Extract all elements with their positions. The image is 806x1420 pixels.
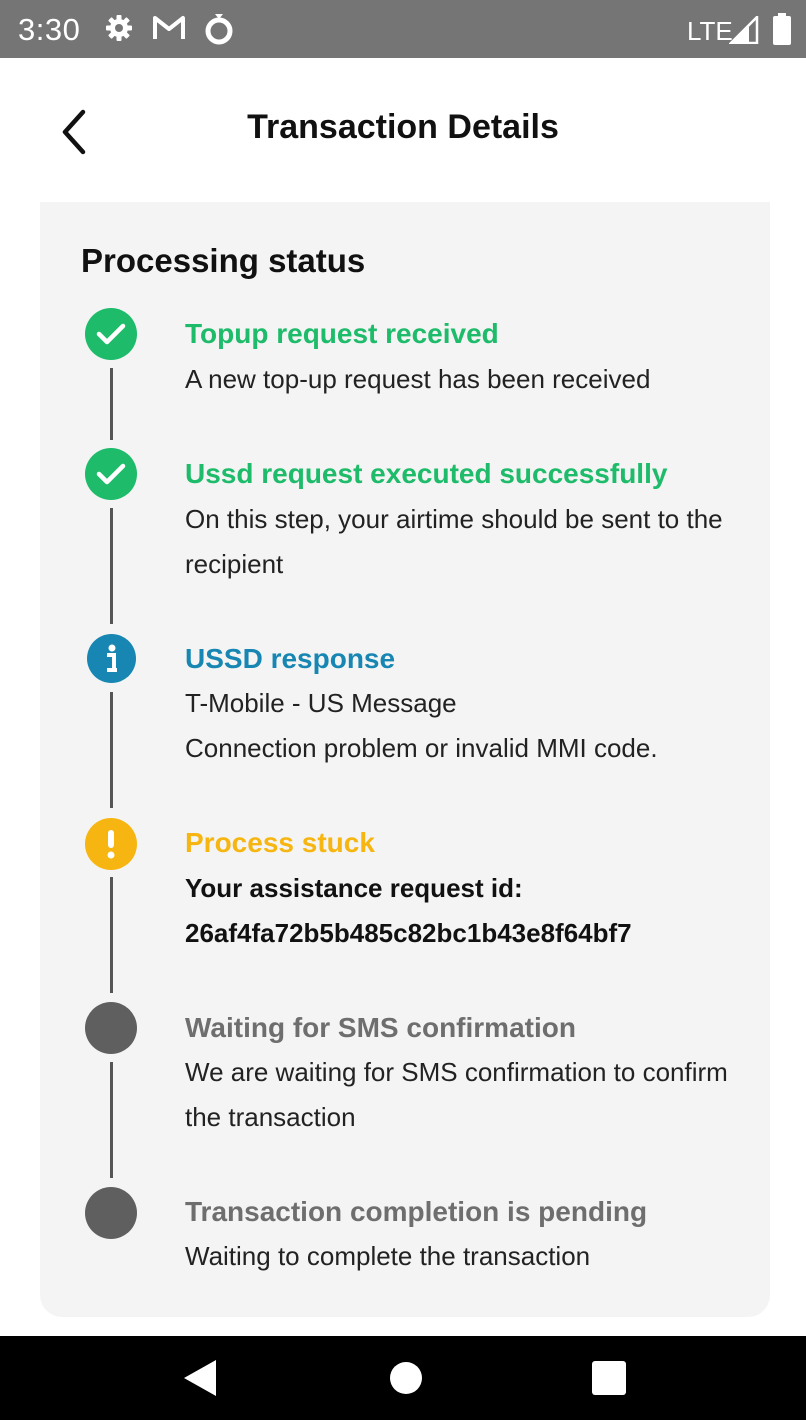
signal-icon <box>727 13 759 49</box>
step-title: Waiting for SMS confirmation <box>185 1012 576 1043</box>
assistance-request-id: 26af4fa72b5b485c82bc1b43e8f64bf7 <box>185 918 632 948</box>
step-title: Transaction completion is pending <box>185 1196 648 1227</box>
back-button[interactable] <box>50 102 98 162</box>
step-description: We are waiting for SMS confirmation to c… <box>185 1057 728 1132</box>
card-title: Processing status <box>81 242 366 279</box>
network-type: LTE <box>687 16 733 46</box>
nav-back-icon <box>184 1360 216 1396</box>
step-description: Waiting to complete the transaction <box>185 1241 591 1271</box>
step-description: On this step, your airtime should be sen… <box>185 504 723 579</box>
pending-dot-icon <box>85 1002 137 1054</box>
timeline-connector <box>110 368 113 440</box>
step-title: Ussd request executed successfully <box>185 458 668 489</box>
timeline-connector <box>110 692 113 808</box>
check-circle-icon <box>85 448 137 500</box>
step-description: T-Mobile - US Message <box>185 688 457 718</box>
step-title: Process stuck <box>185 827 375 858</box>
step-title: Topup request received <box>185 318 499 349</box>
ring-icon <box>203 10 235 51</box>
gmail-icon <box>152 13 186 48</box>
nav-recents-icon <box>592 1361 626 1395</box>
assistance-request-label: Your assistance request id: <box>185 873 523 903</box>
nav-home-icon <box>390 1362 422 1394</box>
processing-status-card: Processing status Topup request received… <box>40 202 770 1317</box>
system-nav-bar <box>0 1336 806 1420</box>
status-time: 3:30 <box>18 12 81 47</box>
nav-recents-button[interactable] <box>589 1356 629 1405</box>
exclamation-circle-icon <box>85 818 137 870</box>
nav-home-button[interactable] <box>386 1356 426 1405</box>
chevron-left-icon <box>62 109 86 155</box>
status-bar: 3:30 LTE <box>0 0 806 58</box>
gear-icon <box>104 13 134 48</box>
check-circle-icon <box>85 308 137 360</box>
app-header: Transaction Details <box>0 58 806 202</box>
info-circle-icon <box>87 634 136 683</box>
timeline-connector <box>110 1062 113 1178</box>
step-description: Connection problem or invalid MMI code. <box>185 733 658 763</box>
step-title: USSD response <box>185 643 396 674</box>
page-title: Transaction Details <box>247 108 559 146</box>
timeline-connector <box>110 508 113 624</box>
status-timeline: Topup request received A new top-up requ… <box>40 202 770 1317</box>
timeline-connector <box>110 877 113 993</box>
step-description: A new top-up request has been received <box>185 364 651 394</box>
battery-icon <box>772 13 792 50</box>
nav-back-button[interactable] <box>180 1356 220 1405</box>
pending-dot-icon <box>85 1187 137 1239</box>
